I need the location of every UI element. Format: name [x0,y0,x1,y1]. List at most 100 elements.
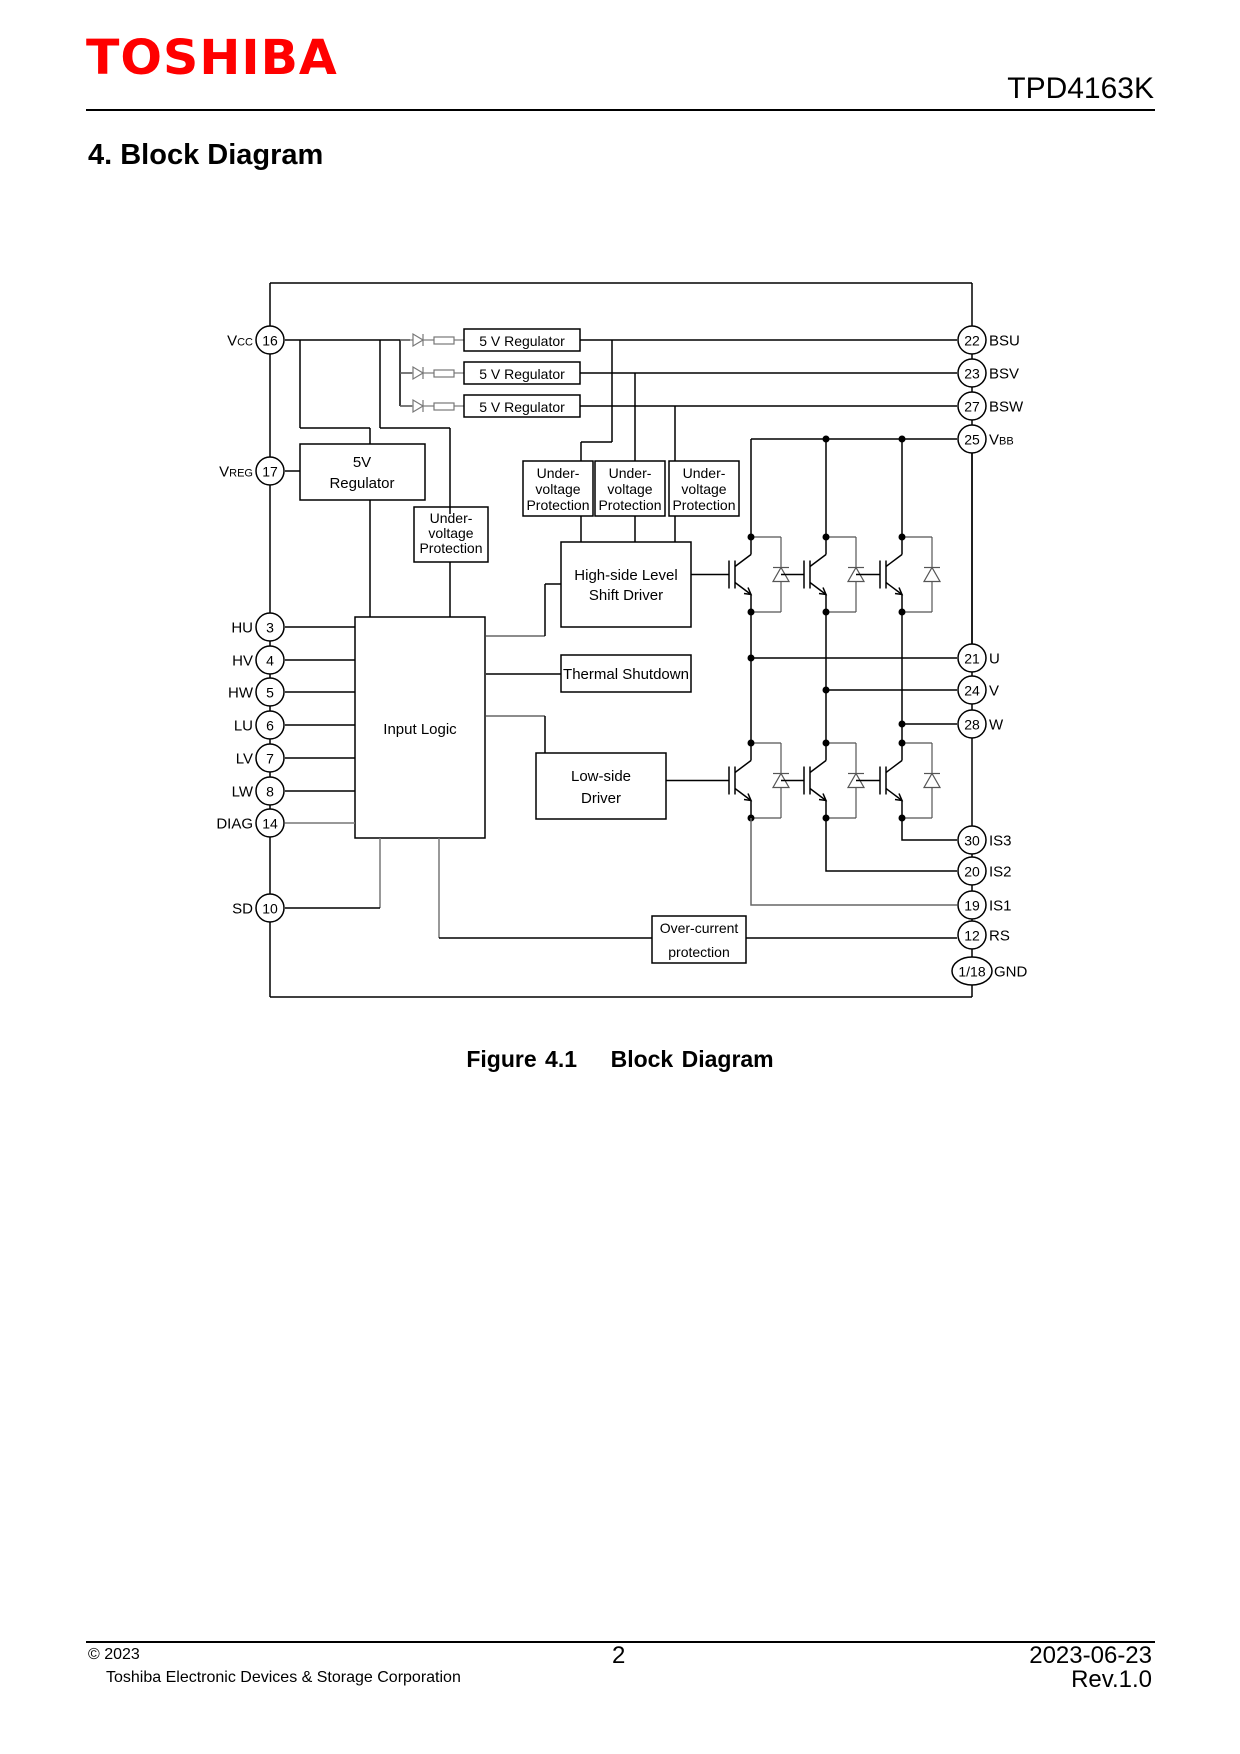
pin-circle [255,677,285,707]
toshiba-logo: TOSHIBA [86,30,338,86]
emitter [885,787,903,802]
junction-dot [898,720,906,728]
svg-text:Shift Driver: Shift Driver [589,587,663,604]
svg-text:Thermal Shutdown: Thermal Shutdown [563,666,689,683]
page-number: 2 [612,1642,626,1669]
svg-text:Protection: Protection [598,497,661,513]
pin-is1: 19 IS1 [957,890,1012,920]
pin-number: 7 [266,751,274,767]
pin-label: RS [989,928,1010,945]
collector [734,759,752,774]
svg-text:Driver: Driver [581,790,621,807]
emitter [734,581,752,596]
svg-text:Under-: Under- [609,465,652,481]
pin-number: 5 [266,685,274,701]
pin-circle [957,643,987,673]
svg-text:5 V Regulator: 5 V Regulator [479,333,565,349]
pin-diag: 14 DIAG [216,808,285,838]
diode-resistor-u [400,332,464,348]
high-w-diode-icon [902,536,942,613]
pin-number: 17 [262,464,278,480]
pin-label: GND [994,964,1028,981]
pin-circle [255,645,285,675]
low-w-igbt [856,742,942,819]
junction-dot [822,686,830,694]
input-pin-wires [285,626,652,939]
pin-circle [255,710,285,740]
low-side-driver-block: Low-side Driver [535,752,667,820]
svg-text:Protection: Protection [419,540,482,556]
collector [885,553,903,568]
power-stage [666,435,973,906]
emitter [885,581,903,596]
copyright: © 2023 [88,1646,140,1663]
pin-number: 14 [262,816,278,832]
svg-text:Low-side: Low-side [571,768,631,785]
pin-label: IS1 [989,898,1012,915]
pin-circle [957,920,987,950]
pin-label: BSU [989,333,1020,350]
document-date: 2023-06-23 [1029,1642,1152,1669]
svg-text:Regulator: Regulator [329,475,394,492]
pin-number: 30 [964,833,980,849]
uvp-w-block: Under- voltage Protection [668,460,740,517]
is1-wire [750,818,957,906]
pin-number: 8 [266,784,274,800]
diode-triangle [922,566,942,583]
pin-number: 19 [964,898,980,914]
emitter [809,581,827,596]
pin-circle [255,808,285,838]
svg-text:protection: protection [668,944,729,960]
svg-text:5V: 5V [353,454,371,471]
emitter [809,787,827,802]
high-u-igbt [691,536,791,613]
pin-number: 6 [266,718,274,734]
pin-label: BSV [989,366,1019,383]
high-w-igbt [856,536,942,613]
regulator-u-block: 5 V Regulator [463,328,581,352]
pin-circle [957,358,987,388]
collector [734,553,752,568]
vcc-bus-wires [285,332,464,514]
pin-number: 20 [964,864,980,880]
pin-bsv: 23 BSV [957,358,1019,388]
emitter [734,787,752,802]
pin-circle [957,391,987,421]
part-number: TPD4163K [1007,72,1154,105]
pin-circle [255,743,285,773]
uvp-vcc-block: Under- voltage Protection [413,506,489,563]
high-side-driver-block: High-side Level Shift Driver [560,541,692,628]
svg-text:Under-: Under- [430,510,473,526]
pin-label: LV [236,751,253,768]
pin-circle [957,325,987,355]
is2-wire [825,818,957,872]
pin-number: 23 [964,366,980,382]
pin-hu: 3HU [231,612,285,642]
pin-circle [957,890,987,920]
svg-text:Input Logic: Input Logic [383,721,457,738]
high-v-igbt [781,536,866,613]
vreg-regulator-block: 5V Regulator [299,443,426,501]
collector [885,759,903,774]
figure-number: Figure 4.1 [466,1046,578,1072]
pin-label: W [989,717,1004,734]
pin-circle [255,456,285,486]
svg-text:Protection: Protection [672,497,735,513]
pin-label: VREG [219,464,253,481]
pin-circle [951,956,993,986]
pin-circle [255,776,285,806]
pin-label: IS2 [989,864,1012,881]
svg-text:Protection: Protection [526,497,589,513]
svg-text:voltage: voltage [428,525,473,541]
pin-label: LU [234,718,253,735]
pin-label: VCC [227,333,253,350]
pin-label: DIAG [216,816,253,833]
